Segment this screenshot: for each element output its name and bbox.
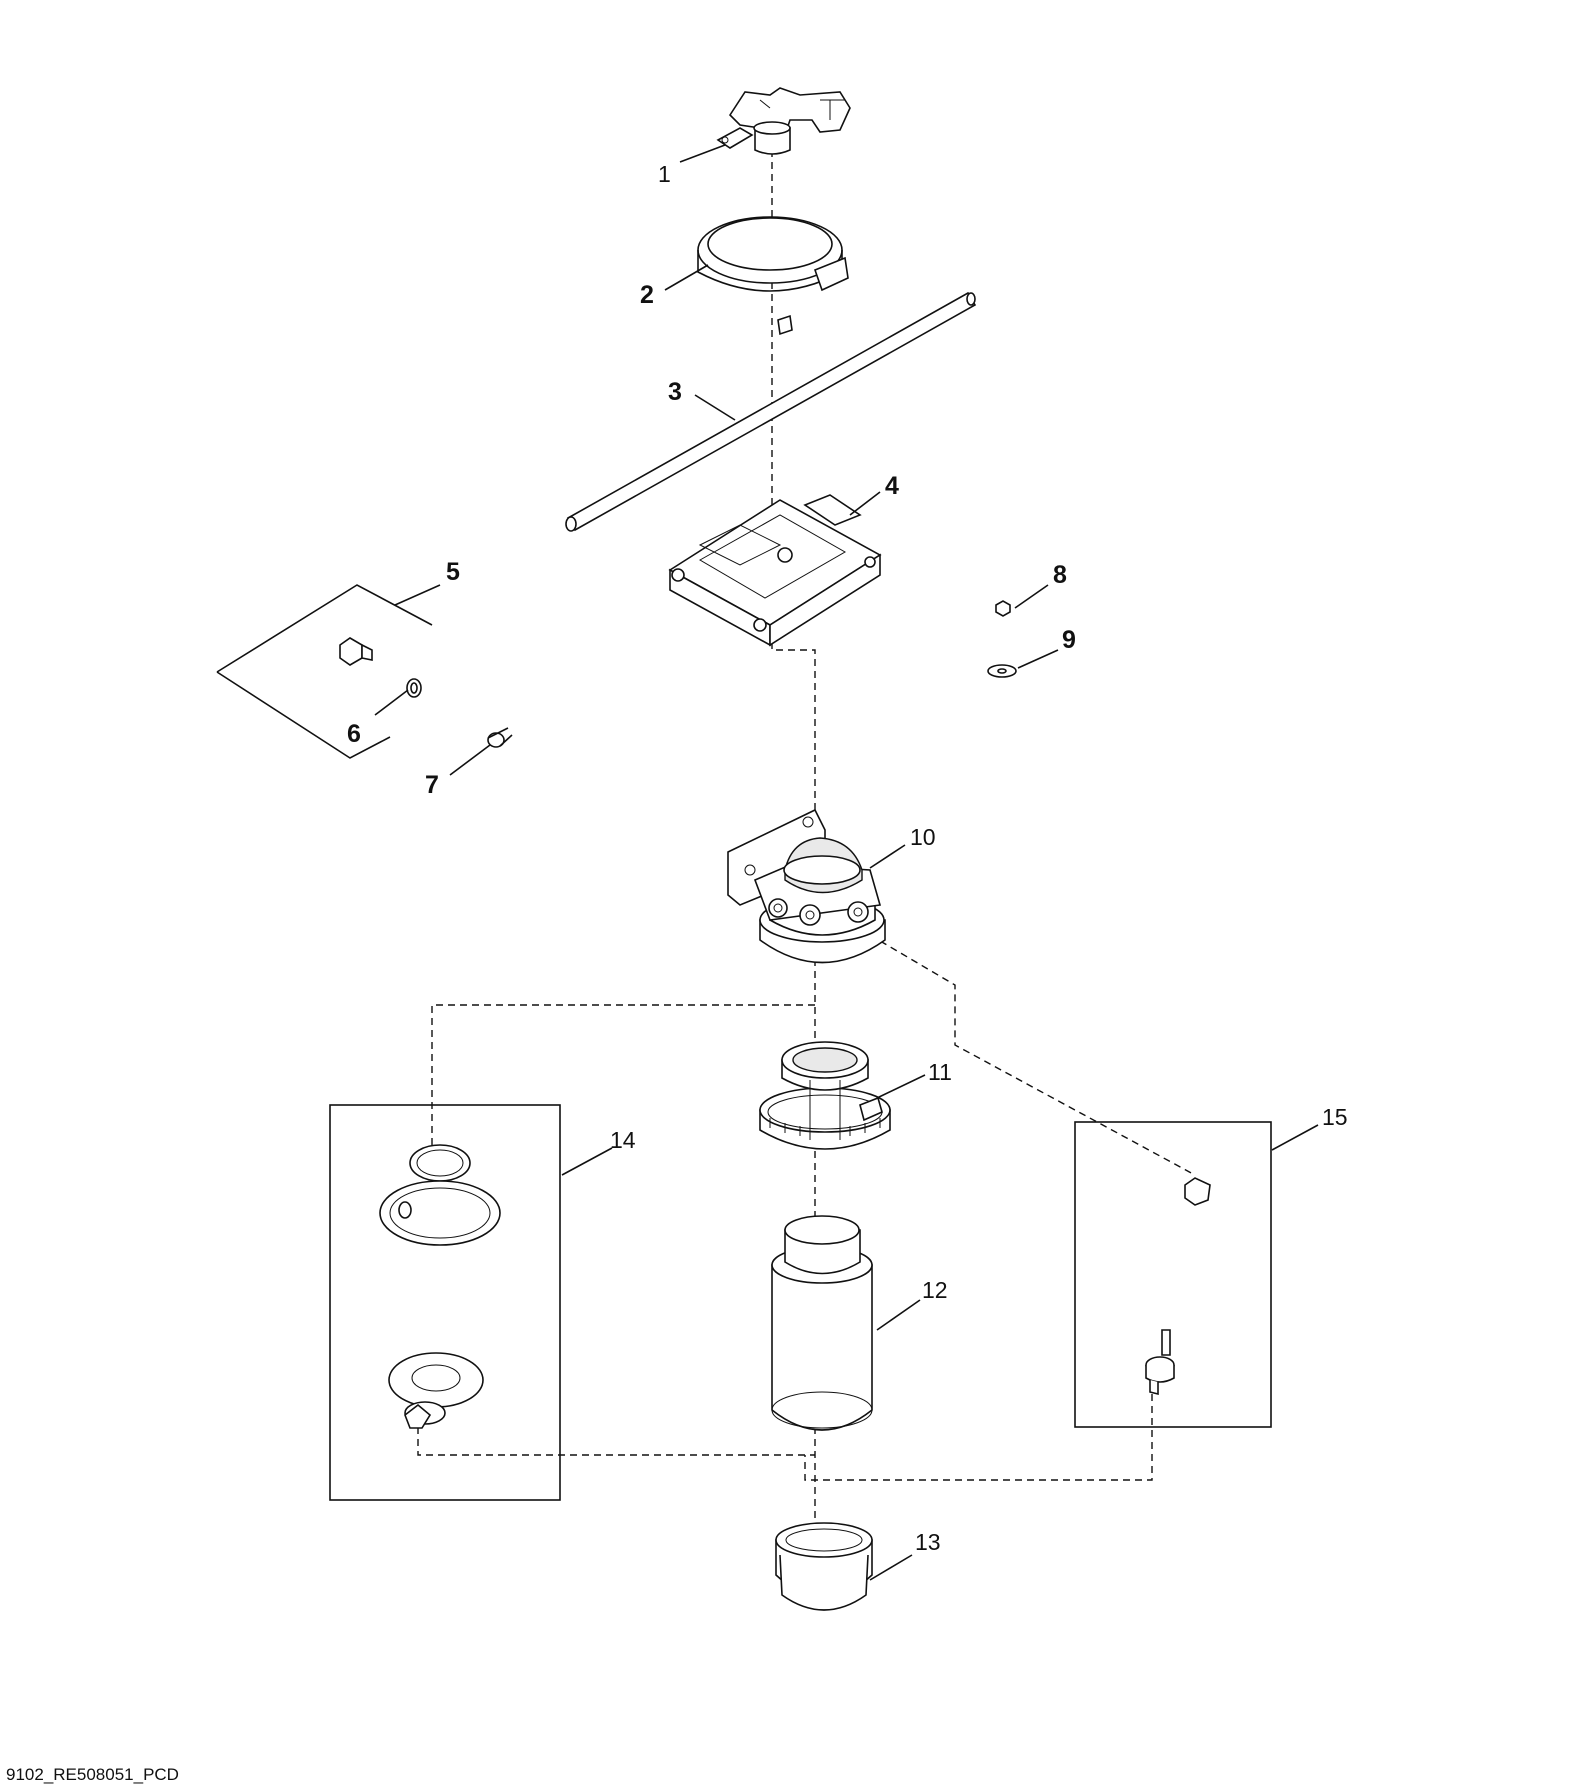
callout-11: 11 xyxy=(928,1059,952,1085)
callout-1: 1 xyxy=(658,161,671,187)
callout-13: 13 xyxy=(915,1529,941,1555)
callout-4: 4 xyxy=(885,472,899,500)
drawing-id-caption: 9102_RE508051_PCD xyxy=(6,1765,179,1784)
leader-lines xyxy=(374,144,1319,1581)
callout-2: 2 xyxy=(640,281,654,309)
callout-14: 14 xyxy=(610,1127,636,1153)
callout-9: 9 xyxy=(1062,626,1076,654)
callout-labels: 1 2 3 4 5 6 7 8 9 10 11 12 13 14 15 xyxy=(347,161,1348,1555)
part-10-filter-head xyxy=(727,808,886,964)
callout-15: 15 xyxy=(1322,1104,1348,1130)
part-4-control-module xyxy=(668,494,882,647)
part-15-drain-kit xyxy=(1074,1121,1272,1428)
part-1-sensor xyxy=(716,87,851,155)
part-14-seal-kit xyxy=(329,1104,561,1501)
callout-5: 5 xyxy=(446,558,460,586)
part-3-tube xyxy=(565,291,977,532)
callout-12: 12 xyxy=(922,1277,948,1303)
callout-8: 8 xyxy=(1053,561,1067,589)
callout-7: 7 xyxy=(425,771,439,799)
callout-3: 3 xyxy=(668,378,682,406)
part-8-nut xyxy=(995,600,1011,617)
part-2-clamp-ring xyxy=(697,216,849,336)
part-12-filter-element xyxy=(771,1215,873,1431)
part-5-fitting-kit xyxy=(216,584,433,759)
callout-10: 10 xyxy=(910,824,936,850)
callout-6: 6 xyxy=(347,720,361,748)
part-9-washer xyxy=(987,664,1017,678)
part-11-bowl-ring xyxy=(759,1041,891,1150)
part-7-clip xyxy=(487,727,513,748)
part-13-bowl xyxy=(775,1522,873,1611)
